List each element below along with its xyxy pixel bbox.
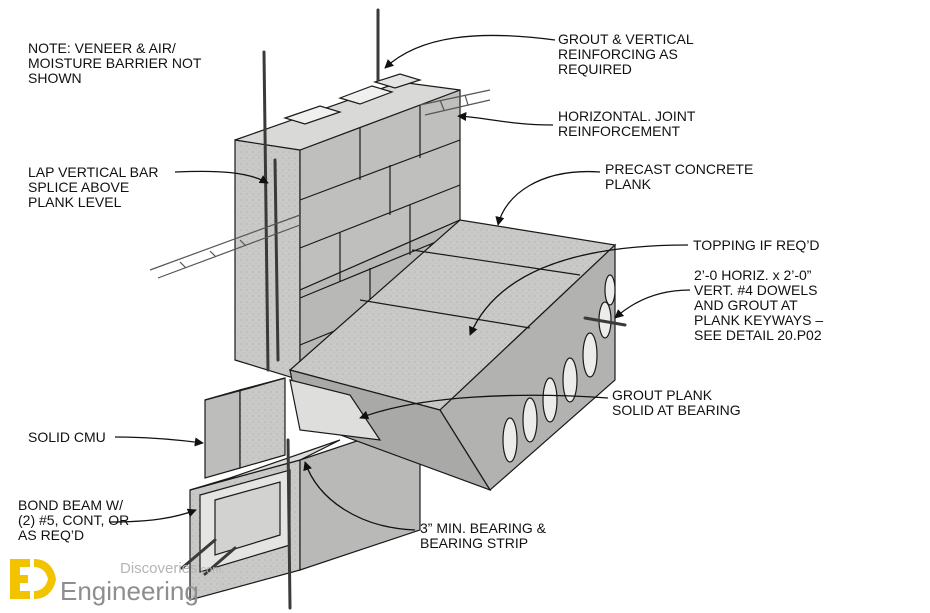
lap-bar-line-3: PLANK LEVEL — [28, 194, 122, 210]
grout-vertical-line-1: GROUT & VERTICAL — [558, 31, 694, 47]
horiz-joint-line-2: REINFORCEMENT — [558, 123, 681, 139]
precast-plank-line-2: PLANK — [605, 176, 651, 192]
horizontal-joint-reinforcement — [149, 89, 491, 279]
bearing-line-2: BEARING STRIP — [420, 535, 529, 551]
bond-beam-line-1: BOND BEAM W/ — [18, 497, 124, 513]
bond-beam-line-2: (2) #5, CONT, OR — [18, 512, 130, 528]
note-line-1: NOTE: VENEER & AIR/ — [28, 40, 176, 56]
watermark-discoveries: Discoveries — [120, 560, 198, 577]
grout-plank-line-1: GROUT PLANK — [612, 387, 713, 403]
note-line-2: MOISTURE BARRIER NOT — [28, 55, 202, 71]
precast-concrete-plank — [288, 219, 617, 492]
grout-plank-line-2: SOLID AT BEARING — [612, 402, 741, 418]
label-lap-vertical-bar: LAP VERTICAL BAR SPLICE ABOVE PLANK LEVE… — [28, 165, 158, 210]
dowels-line-1: 2’-0 HORIZ. x 2’-0” — [694, 267, 812, 283]
watermark-engineering: Engineering — [60, 576, 199, 606]
topping-line-1: TOPPING IF REQ’D — [693, 237, 820, 253]
label-bearing: 3” MIN. BEARING & BEARING STRIP — [420, 521, 546, 551]
label-bond-beam: BOND BEAM W/ (2) #5, CONT, OR AS REQ’D — [18, 498, 129, 543]
bearing-line-1: 3” MIN. BEARING & — [420, 520, 547, 536]
lap-bar-line-1: LAP VERTICAL BAR — [28, 164, 159, 180]
label-precast-plank: PRECAST CONCRETE PLANK — [605, 162, 753, 192]
watermark-line-1: Discoveries.com — [120, 560, 221, 577]
label-dowels: 2’-0 HORIZ. x 2’-0” VERT. #4 DOWELS AND … — [694, 268, 823, 343]
solid-cmu-line-1: SOLID CMU — [28, 429, 106, 445]
grout-vertical-line-3: REQUIRED — [558, 61, 632, 77]
label-grout-plank: GROUT PLANK SOLID AT BEARING — [612, 388, 741, 418]
dowels-line-3: AND GROUT AT — [694, 297, 798, 313]
watermark-line-2: Engineering — [60, 576, 199, 607]
dowels-line-2: VERT. #4 DOWELS — [694, 282, 818, 298]
label-grout-vertical: GROUT & VERTICAL REINFORCING AS REQUIRED — [558, 32, 694, 77]
dowels-line-4: PLANK KEYWAYS – — [694, 312, 824, 328]
precast-plank-line-1: PRECAST CONCRETE — [605, 161, 754, 177]
label-topping: TOPPING IF REQ’D — [693, 238, 820, 253]
label-horizontal-joint: HORIZONTAL. JOINT REINFORCEMENT — [558, 109, 695, 139]
engineering-discoveries-logo — [10, 559, 56, 599]
note-line-3: SHOWN — [28, 70, 82, 86]
rebar — [180, 8, 627, 610]
label-note: NOTE: VENEER & AIR/ MOISTURE BARRIER NOT… — [28, 41, 201, 86]
lap-bar-line-2: SPLICE ABOVE — [28, 179, 130, 195]
solid-cmu-block — [204, 377, 286, 479]
grout-vertical-line-2: REINFORCING AS — [558, 46, 678, 62]
horiz-joint-line-1: HORIZONTAL. JOINT — [558, 108, 696, 124]
dowels-line-5: SEE DETAIL 20.P02 — [694, 327, 822, 343]
bond-beam-line-3: AS REQ’D — [18, 527, 85, 543]
leader-lines — [109, 34, 691, 531]
watermark-suffix: .com — [197, 564, 222, 576]
label-solid-cmu: SOLID CMU — [28, 430, 106, 445]
